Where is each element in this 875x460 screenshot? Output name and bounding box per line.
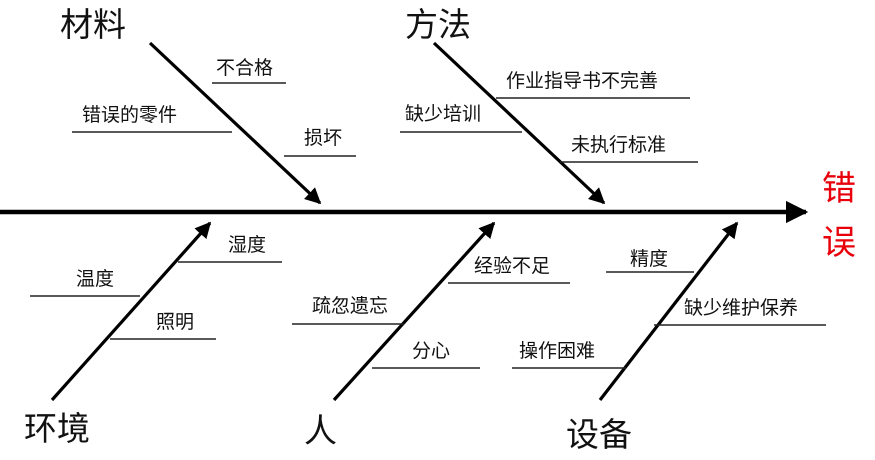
- category-method: 方法: [405, 5, 471, 44]
- people-bone: [332, 221, 496, 402]
- cause-equipment-3: 操作困难: [519, 340, 595, 362]
- cause-material-3: 损坏: [304, 127, 342, 149]
- cause-environment-3: 照明: [156, 311, 194, 333]
- cause-method-3: 未执行标准: [571, 134, 666, 156]
- category-material: 材料: [60, 5, 126, 44]
- category-equipment: 设备: [566, 415, 632, 454]
- cause-people-3: 分心: [412, 340, 450, 362]
- cause-equipment-1: 精度: [630, 248, 668, 270]
- category-people: 人: [304, 411, 337, 450]
- cause-environment-2: 温度: [76, 268, 114, 290]
- material-bone: [148, 41, 322, 205]
- cause-material-2: 错误的零件: [82, 104, 177, 126]
- cause-people-1: 经验不足: [474, 255, 550, 277]
- cause-method-1: 作业指导书不完善: [506, 70, 658, 92]
- cause-equipment-2: 缺少维护保养: [684, 297, 798, 319]
- method-bone: [432, 41, 606, 205]
- equipment-bone: [598, 221, 739, 401]
- cause-environment-1: 湿度: [228, 234, 266, 256]
- cause-people-2: 疏忽遗忘: [312, 295, 388, 317]
- cause-material-1: 不合格: [216, 57, 273, 79]
- effect-label-line2: 误: [822, 223, 856, 263]
- environment-bone: [50, 221, 212, 402]
- category-environment: 环境: [24, 409, 90, 448]
- effect-label-line1: 错: [822, 169, 856, 209]
- cause-method-2: 缺少培训: [405, 103, 481, 125]
